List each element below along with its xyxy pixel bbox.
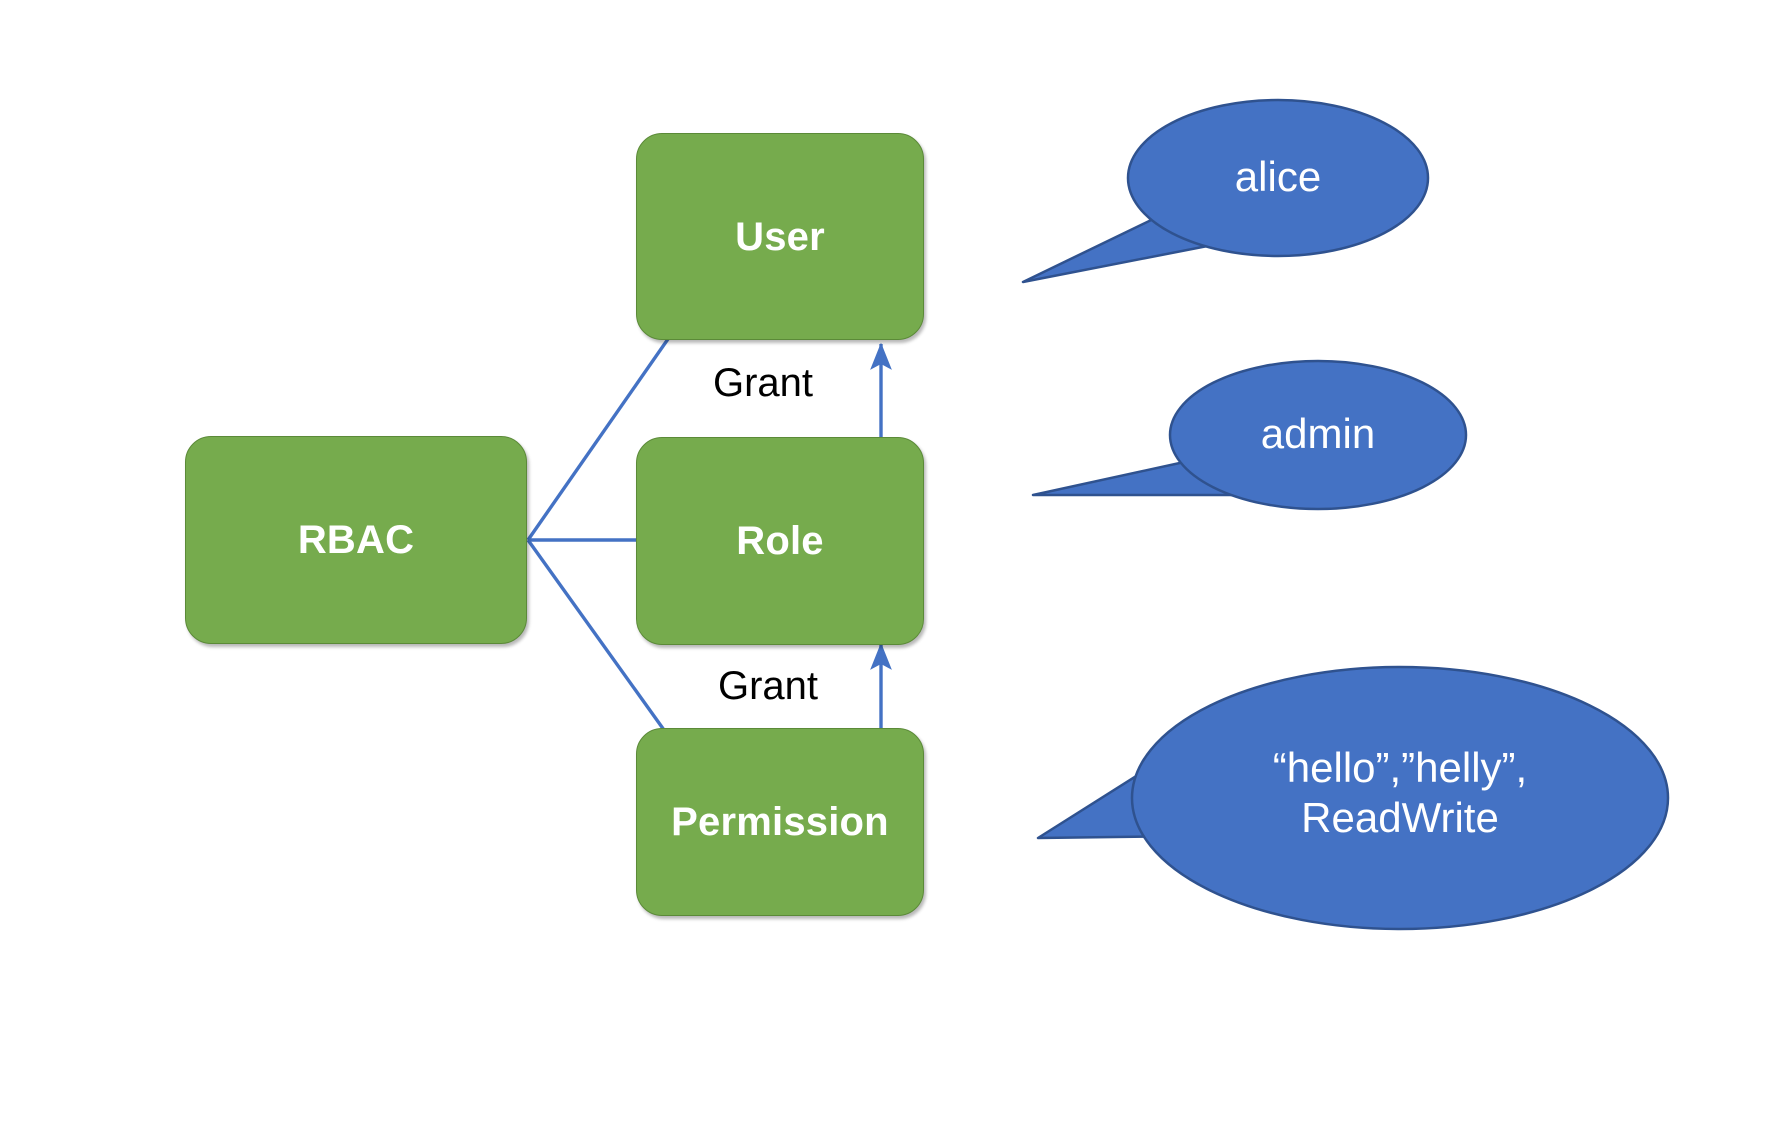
edge-label-grant-user: Grant [713,361,814,405]
node-permission-label: Permission [671,800,889,844]
node-role-label: Role [736,519,824,563]
callout-admin: admin [1031,355,1468,515]
node-role[interactable]: Role [636,437,924,645]
callout-alice: alice [1021,98,1430,284]
callout-alice-bubble [1126,98,1430,258]
node-permission[interactable]: Permission [636,728,924,916]
node-user[interactable]: User [636,133,924,340]
node-rbac[interactable]: RBAC [185,436,527,644]
callout-permission-values: “hello”,”helly”, ReadWrite [1036,648,1670,948]
edge-label-grant-role: Grant [718,664,819,708]
node-user-label: User [735,214,825,259]
callout-permission-bubble [1130,665,1670,931]
callout-admin-bubble [1168,359,1468,511]
node-rbac-label: RBAC [297,518,415,562]
